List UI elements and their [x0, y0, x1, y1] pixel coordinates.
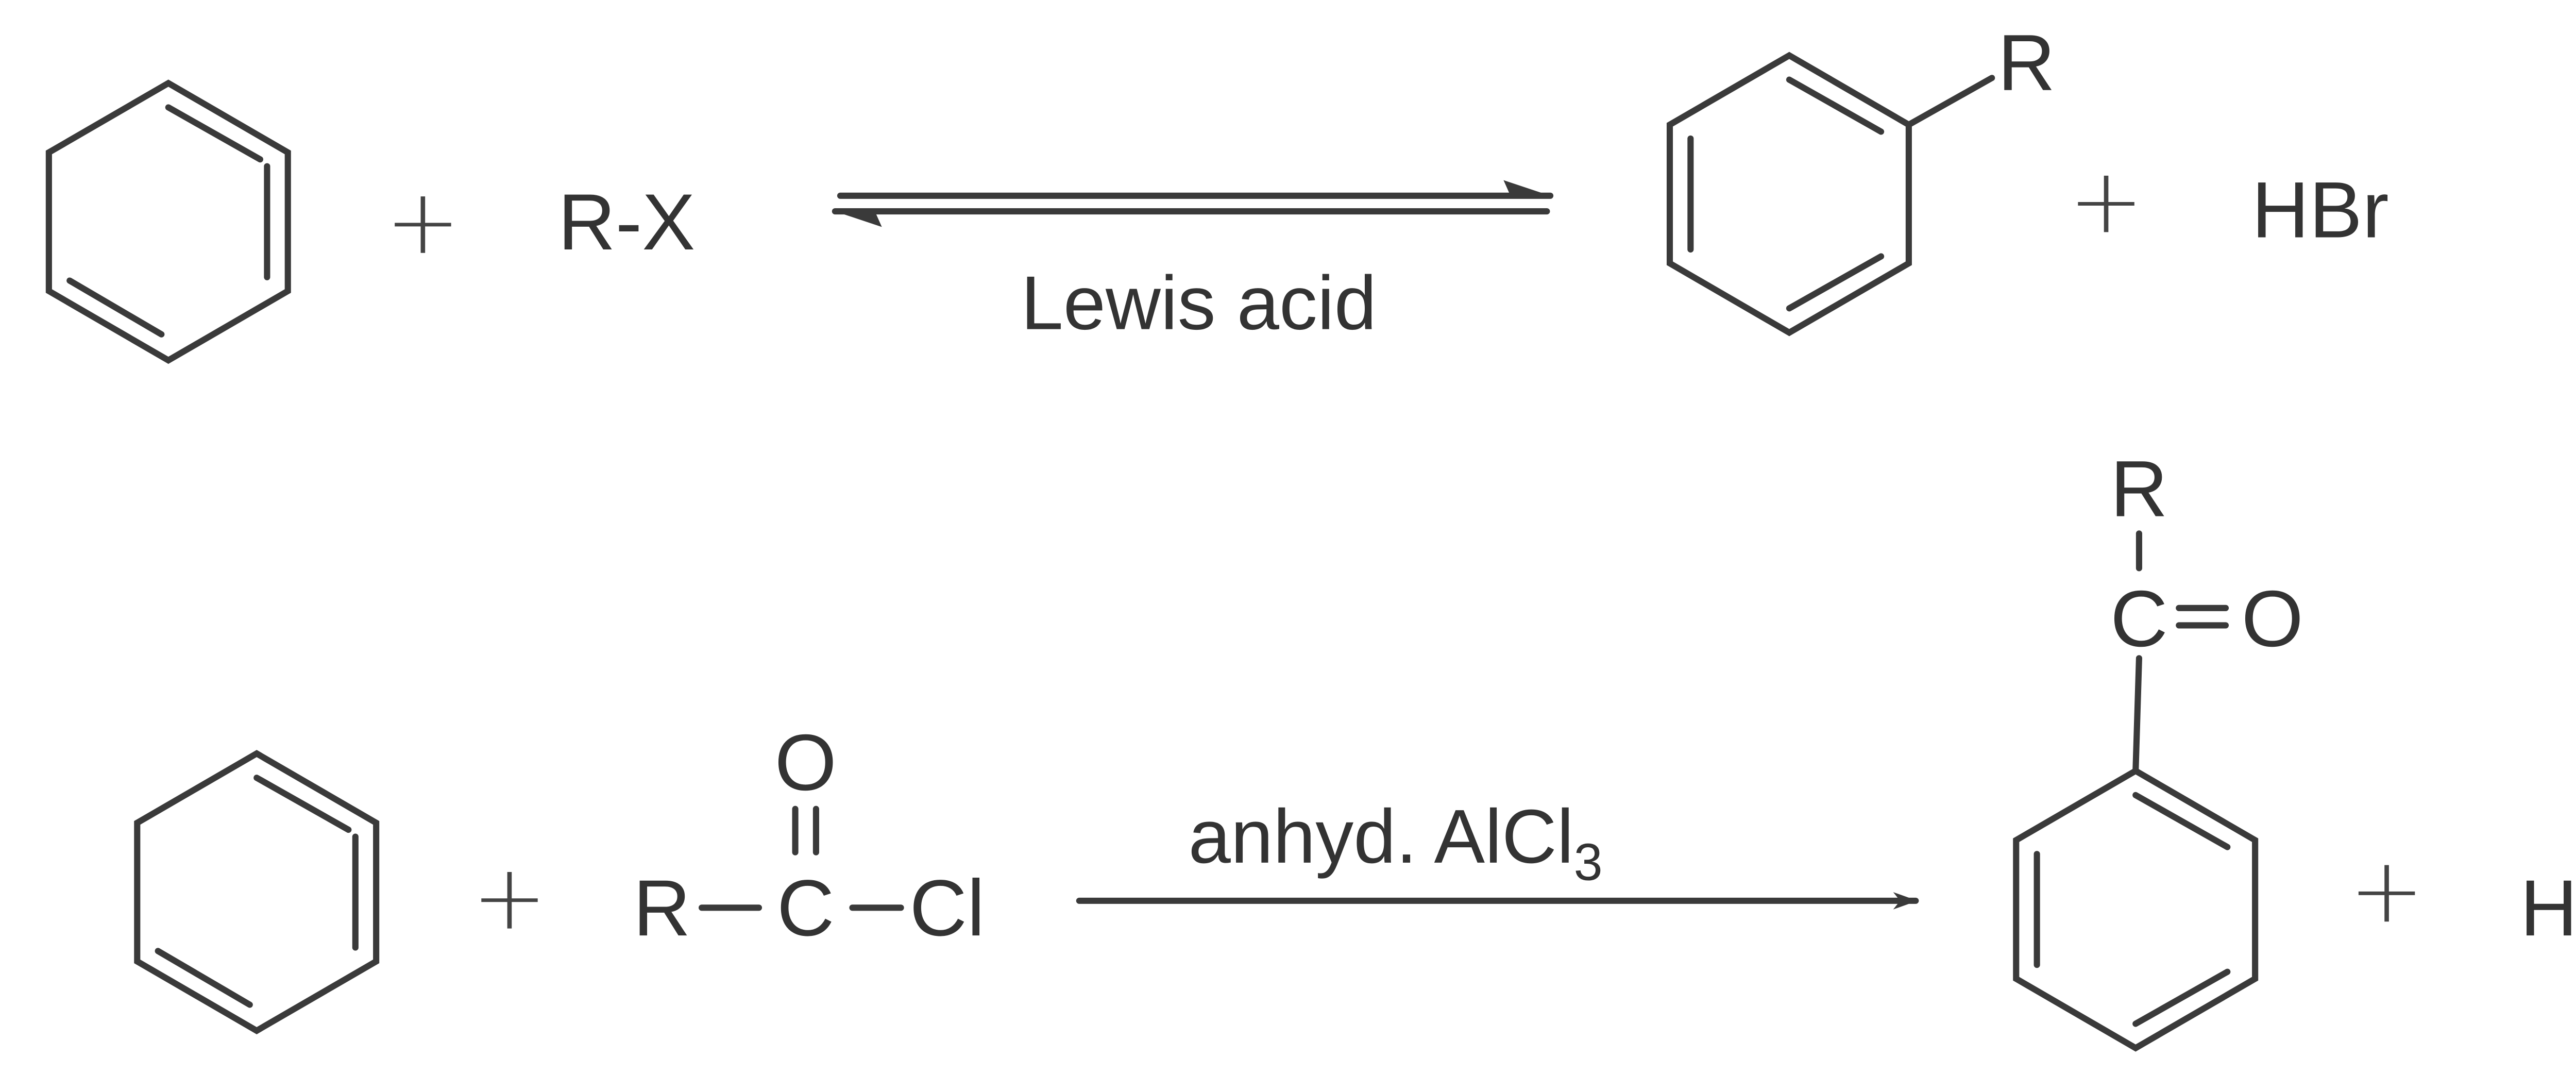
plus-sign: + — [2349, 838, 2424, 943]
ketone-o-label: O — [2242, 574, 2303, 663]
alkylbenzene-product — [1666, 52, 1995, 337]
plus-sign: + — [385, 170, 461, 275]
substituent-r-label: R — [1998, 18, 2056, 107]
ketone-c-label: C — [2110, 574, 2168, 663]
alkyl-halide-label: R-X — [558, 177, 695, 266]
acyl-cl-label: Cl — [909, 863, 985, 952]
acyl-chloride: O R C Cl — [633, 718, 985, 952]
acylbenzene-product: R C O — [2013, 444, 2303, 1052]
condition-anhydrous-alcl3: anhyd. AlCl3 — [1189, 794, 1603, 892]
hcl-label: HCl — [2520, 863, 2576, 952]
condition-lewis-acid: Lewis acid — [1021, 261, 1377, 346]
equilibrium-arrow — [832, 180, 1554, 227]
hbr-label: HBr — [2251, 165, 2388, 254]
benzene-reactant-2 — [134, 750, 380, 1034]
acyl-o-label: O — [775, 718, 837, 807]
acyl-c-label: C — [777, 863, 835, 952]
benzene-reactant-1 — [45, 79, 291, 364]
plus-sign: + — [472, 846, 547, 950]
ketone-r-label: R — [2110, 444, 2168, 533]
plus-sign: + — [2069, 149, 2144, 254]
acyl-r-label: R — [633, 863, 691, 952]
